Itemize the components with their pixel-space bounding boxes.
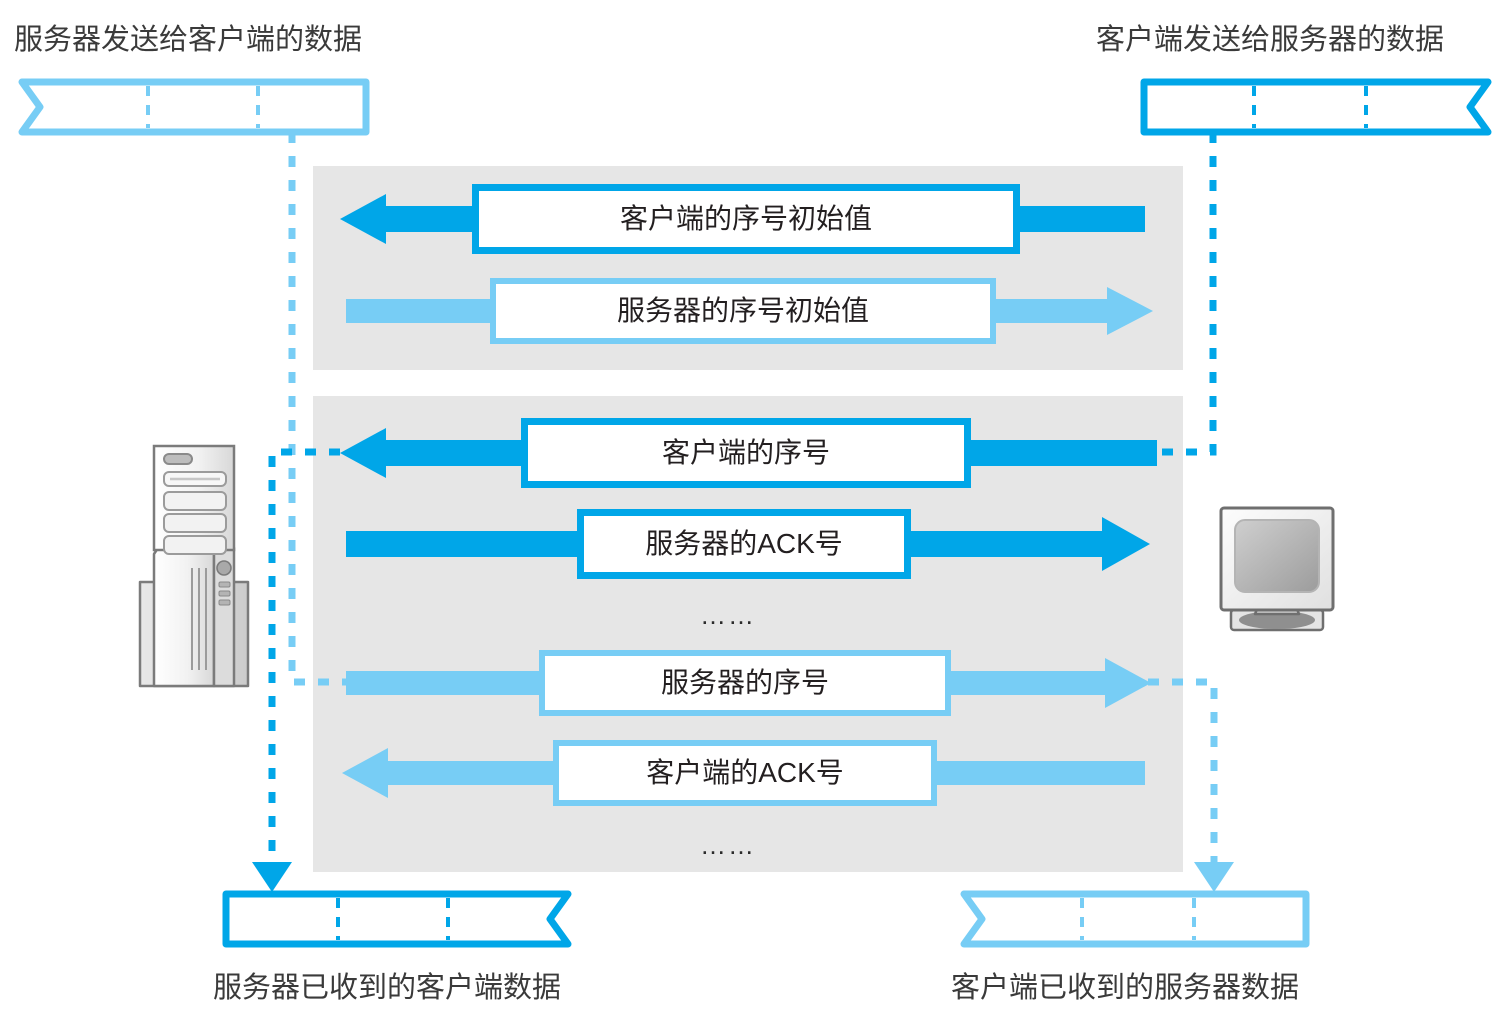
arrow-head-left-message-3 [340,428,388,478]
arrow-head-left-message-6 [342,748,390,798]
arrow-head-left-message-1 [340,194,388,244]
arrow-head-right-message-4 [1100,517,1150,571]
client-monitor-icon [1213,502,1341,638]
caption-client-outbound: 客户端发送给服务器的数据 [1096,24,1445,56]
arrow-head-right-message-5 [1103,658,1151,708]
ellipsis-transfer-gap: …… [700,830,756,860]
banner-client-received-data [956,890,1312,948]
server-tower-icon [110,436,270,692]
message-box-5: 服务器的序号 [539,650,951,716]
message-box-4: 服务器的ACK号 [577,509,911,579]
message-box-3: 客户端的序号 [521,418,971,488]
caption-client-received: 客户端已收到的服务器数据 [951,972,1300,1004]
caption-server-received: 服务器已收到的客户端数据 [213,972,562,1004]
banner-server-outbound-data [16,78,372,136]
banner-server-received-data [218,890,574,948]
caption-server-outbound: 服务器发送给客户端的数据 [14,24,363,56]
arrow-head-right-message-2 [1105,287,1153,335]
message-box-1: 客户端的序号初始值 [472,184,1020,254]
message-box-2: 服务器的序号初始值 [490,278,996,344]
ellipsis-handshake-gap: …… [700,600,756,630]
message-box-6: 客户端的ACK号 [553,740,937,806]
banner-client-outbound-data [1134,78,1494,136]
